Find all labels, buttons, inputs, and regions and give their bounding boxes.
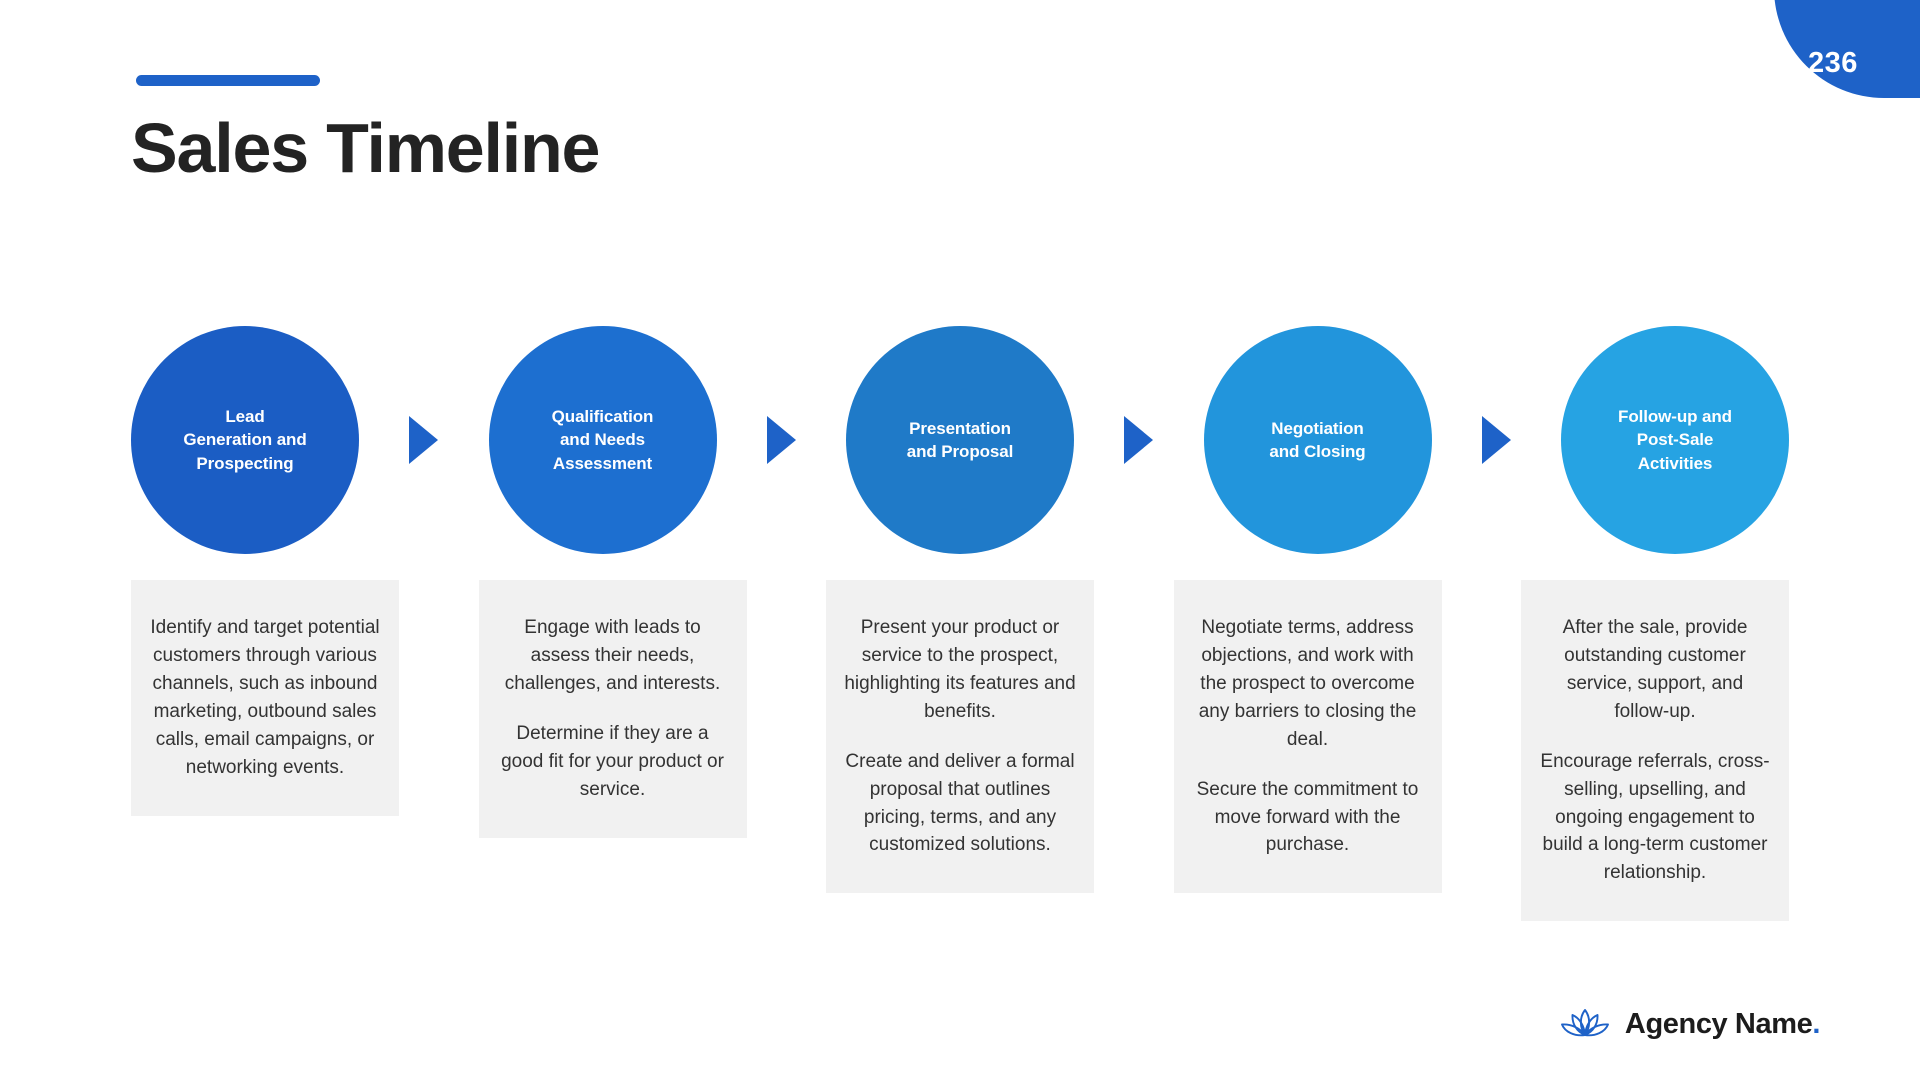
description-paragraph: Present your product or service to the p… — [844, 617, 1076, 722]
page-title: Sales Timeline — [131, 109, 600, 187]
arrow-right-icon-4 — [1481, 416, 1511, 464]
footer-brand: Agency Name. — [1559, 1004, 1820, 1044]
description-paragraph: Secure the commitment to move forward wi… — [1196, 778, 1419, 856]
stage-circle-1[interactable]: Lead Generation and Prospecting — [131, 326, 359, 554]
stage-label-1: Lead Generation and Prospecting — [183, 406, 307, 473]
description-box-3: Present your product or service to the p… — [826, 580, 1094, 894]
arrow-right-icon-1 — [409, 416, 439, 464]
stage-circle-5[interactable]: Follow-up and Post-Sale Activities — [1561, 326, 1789, 554]
stage-circle-4[interactable]: Negotiation and Closing — [1203, 326, 1432, 554]
brand-name-text: Agency Name — [1624, 1007, 1813, 1040]
description-paragraph: Negotiate terms, address objections, and… — [1198, 617, 1417, 750]
page-number: 236 — [1808, 47, 1858, 79]
description-paragraph: After the sale, provide outstanding cust… — [1562, 617, 1748, 722]
description-box-1: Identify and target potential customers … — [131, 580, 399, 816]
stage-label-3: Presentation and Proposal — [906, 418, 1014, 461]
stage-label-4: Negotiation and Closing — [1269, 418, 1366, 461]
stage-circle-3[interactable]: Presentation and Proposal — [846, 326, 1074, 554]
title-accent-bar — [136, 75, 320, 86]
arrow-right-icon-3 — [1124, 416, 1154, 464]
brand-name-dot: . — [1812, 1007, 1820, 1040]
timeline-descriptions-row: Identify and target potential customers … — [131, 580, 1789, 922]
timeline-stages-row: Lead Generation and Prospecting Qualific… — [131, 325, 1789, 555]
stage-circle-2[interactable]: Qualification and Needs Assessment — [488, 326, 717, 554]
brand-name: Agency Name. — [1625, 1008, 1820, 1041]
description-paragraph: Create and deliver a formal proposal tha… — [845, 750, 1075, 856]
description-paragraph: Encourage referrals, cross-selling, upse… — [1540, 750, 1770, 884]
description-box-4: Negotiate terms, address objections, and… — [1173, 580, 1442, 894]
stage-label-2: Qualification and Needs Assessment — [551, 406, 654, 473]
description-paragraph: Engage with leads to assess their needs,… — [504, 617, 721, 694]
lotus-flower-icon — [1560, 1009, 1609, 1037]
description-paragraph: Determine if they are a good fit for you… — [501, 722, 724, 800]
description-paragraph: Identify and target potential customers … — [150, 617, 380, 778]
arrow-right-icon-2 — [766, 416, 796, 464]
stage-label-5: Follow-up and Post-Sale Activities — [1618, 406, 1732, 473]
page-number-badge: 236 — [1774, 0, 1920, 98]
description-box-5: After the sale, provide outstanding cust… — [1521, 580, 1789, 922]
description-box-2: Engage with leads to assess their needs,… — [478, 580, 747, 838]
